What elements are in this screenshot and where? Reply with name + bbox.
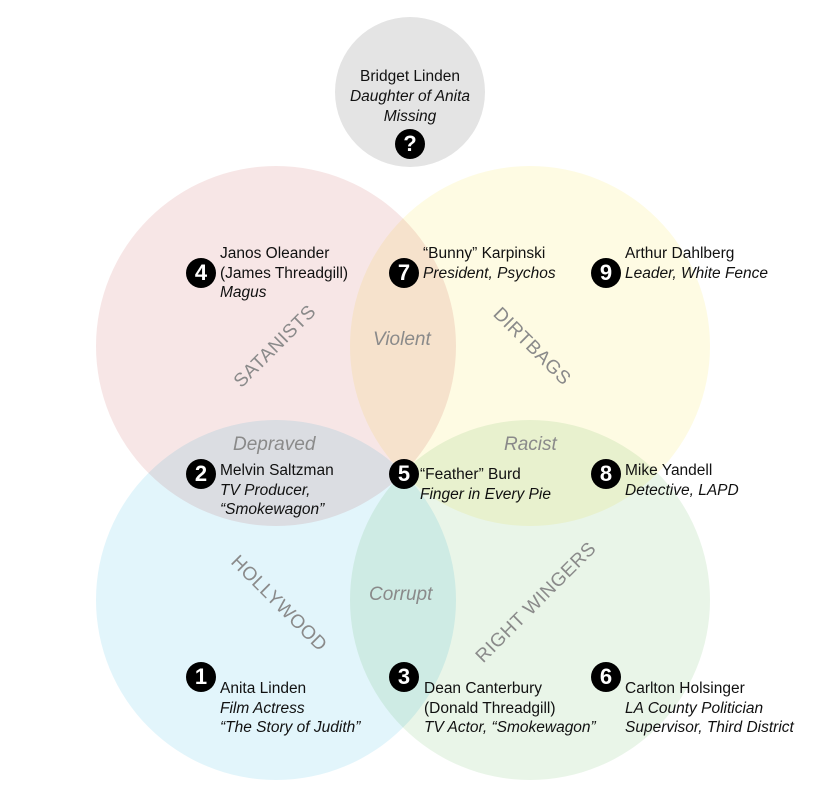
person-label: Mike Yandell Detective, LAPD xyxy=(625,461,739,500)
person-name: “Feather” Burd xyxy=(420,466,521,483)
person-name: Dean Canterbury xyxy=(424,680,543,697)
overlap-label-depraved: Depraved xyxy=(233,434,316,455)
person-label: Arthur Dahlberg Leader, White Fence xyxy=(625,244,768,283)
number-badge-4: 4 xyxy=(186,258,216,288)
person-role: Magus xyxy=(220,284,267,301)
person-name: Janos Oleander xyxy=(220,245,330,262)
person-role: Detective, LAPD xyxy=(625,481,739,499)
person-role: “The Story of Judith” xyxy=(220,719,361,736)
person-name: Anita Linden xyxy=(220,680,307,697)
person-role: President, Psychos xyxy=(423,264,556,282)
person-label: Dean Canterbury (Donald Threadgill) TV A… xyxy=(424,679,596,738)
person-role: Finger in Every Pie xyxy=(420,485,551,503)
number-badge-9: 9 xyxy=(591,258,621,288)
person-name: Arthur Dahlberg xyxy=(625,245,735,262)
person-role: LA County Politician xyxy=(625,699,764,717)
person-role: “Smokewagon” xyxy=(220,501,325,518)
person-name: Melvin Saltzman xyxy=(220,462,334,479)
number-badge-6: 6 xyxy=(591,662,621,692)
number-badge-3: 3 xyxy=(389,662,419,692)
right-wingers-circle xyxy=(350,420,710,780)
overlap-label-violent: Violent xyxy=(373,329,431,350)
person-name: Mike Yandell xyxy=(625,462,713,479)
overlap-label-racist: Racist xyxy=(504,434,557,455)
top-circle xyxy=(335,17,485,167)
person-role: TV Producer, xyxy=(220,481,311,499)
person-label: “Bunny” Karpinski President, Psychos xyxy=(423,244,556,283)
person-alias: (Donald Threadgill) xyxy=(424,699,556,717)
number-badge-2: 2 xyxy=(186,459,216,489)
number-badge-7: 7 xyxy=(389,258,419,288)
person-name: Carlton Holsinger xyxy=(625,680,745,697)
hollywood-circle xyxy=(96,420,456,780)
person-label: Janos Oleander (James Threadgill) Magus xyxy=(220,244,348,303)
person-role: Leader, White Fence xyxy=(625,264,769,282)
person-name: “Bunny” Karpinski xyxy=(423,245,546,262)
top-node-line: Missing xyxy=(383,108,437,125)
person-label: Melvin Saltzman TV Producer, “Smokewagon… xyxy=(220,461,334,520)
person-role: TV Actor, “Smokewagon” xyxy=(424,719,596,736)
person-label: Carlton Holsinger LA County Politician S… xyxy=(625,679,794,738)
satanists-circle xyxy=(96,166,456,526)
overlap-label-corrupt: Corrupt xyxy=(369,584,433,605)
top-node: Bridget Linden Daughter of Anita Missing xyxy=(335,67,485,127)
top-node-name: Bridget Linden xyxy=(360,68,460,85)
number-badge-5: 5 xyxy=(389,459,419,489)
question-mark-icon: ? xyxy=(395,129,425,159)
number-badge-8: 8 xyxy=(591,459,621,489)
person-label: Anita Linden Film Actress “The Story of … xyxy=(220,679,360,738)
person-alias: (James Threadgill) xyxy=(220,264,349,282)
number-badge-1: 1 xyxy=(186,662,216,692)
person-label: “Feather” Burd Finger in Every Pie xyxy=(420,465,551,504)
person-role: Film Actress xyxy=(220,699,305,717)
person-role: Supervisor, Third District xyxy=(625,719,794,736)
dirtbags-circle xyxy=(350,166,710,526)
top-node-line: Daughter of Anita xyxy=(349,88,471,105)
